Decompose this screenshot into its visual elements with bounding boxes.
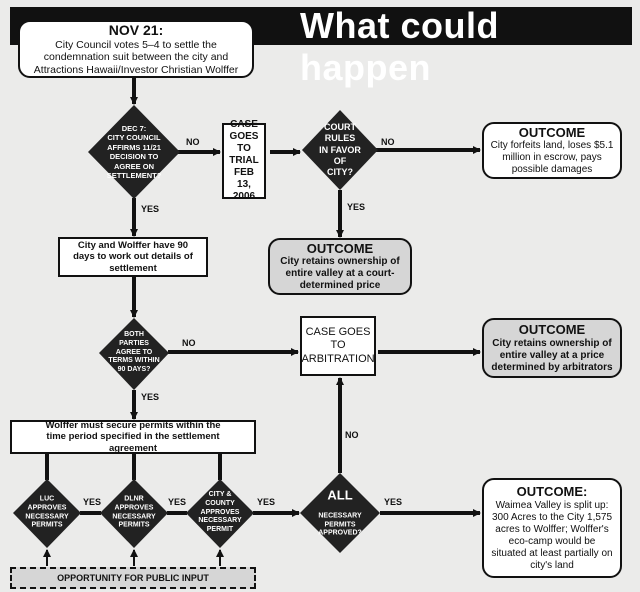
city-county-text: CITY & COUNTY APPROVES NECESSARY PERMIT — [198, 491, 242, 534]
yes-label: YES — [141, 204, 160, 214]
outcome-arbitrated-price: OUTCOME City retains ownership of entire… — [482, 318, 622, 378]
start-heading: NOV 21: — [108, 21, 164, 38]
outcome-text: Waimea Valley is split up: 300 Acres to … — [491, 499, 613, 571]
all-permits-question: NECESSARY PERMITS APPROVED? — [318, 512, 362, 537]
all-permits-heading: ALL — [327, 487, 353, 503]
outcome-heading: OUTCOME: — [516, 484, 588, 500]
yes-label: YES — [83, 497, 102, 507]
outcome-forfeit: OUTCOME City forfeits land, loses $5.1 m… — [482, 122, 622, 179]
no-label: NO — [186, 137, 200, 147]
ninety-days-box: City and Wolffer have 90 days to work ou… — [58, 237, 208, 277]
yes-label: YES — [347, 202, 366, 212]
decision-diamond-dec7 — [88, 105, 180, 199]
yes-label: YES — [141, 392, 160, 402]
yes-label: YES — [257, 497, 276, 507]
no-label: NO — [381, 137, 395, 147]
yes-label: YES — [384, 497, 403, 507]
court-text: COURT RULES IN FAVOR OF CITY? — [319, 121, 361, 177]
outcome-court-price: OUTCOME City retains ownership of entire… — [268, 238, 412, 295]
page-title: What could happen — [300, 5, 499, 88]
dec7-text: DEC 7: CITY COUNCIL AFFIRMS 11/21 DECISI… — [106, 123, 162, 180]
dlnr-text: DLNR APPROVES NECESSARY PERMITS — [112, 495, 156, 529]
decision-diamond-luc — [13, 479, 81, 548]
all-permits-text: ALL NECESSARY PERMITS APPROVED? — [318, 479, 362, 548]
start-text: City Council votes 5–4 to settle the con… — [33, 38, 239, 76]
outcome-text: City retains ownership of entire valley … — [491, 337, 613, 373]
decision-diamond-dlnr — [100, 479, 168, 548]
outcome-heading: OUTCOME — [518, 124, 586, 140]
yes-label: YES — [168, 497, 187, 507]
public-input-box: OPPORTUNITY FOR PUBLIC INPUT — [10, 567, 256, 589]
luc-text: LUC APPROVES NECESSARY PERMITS — [25, 495, 69, 529]
both-parties-text: BOTH PARTIES AGREE TO TERMS WITHIN 90 DA… — [108, 331, 160, 374]
decision-diamond-both-parties — [99, 318, 169, 390]
decision-diamond-court — [302, 110, 378, 190]
no-label: NO — [345, 430, 359, 440]
start-box: NOV 21: City Council votes 5–4 to settle… — [18, 20, 254, 78]
outcome-heading: OUTCOME — [306, 240, 374, 256]
permits-box: Wolffer must secure permits within the t… — [10, 420, 256, 454]
outcome-text: City retains ownership of entire valley … — [280, 256, 400, 292]
trial-box: CASE GOES TO TRIAL FEB 13, 2006 — [222, 119, 266, 202]
arbitration-box: CASE GOES TO ARBITRATION — [300, 316, 376, 376]
no-label: NO — [182, 338, 196, 348]
outcome-text: City forfeits land, loses $5.1 million i… — [490, 140, 614, 176]
decision-diamond-city-county — [186, 479, 254, 548]
decision-diamond-all-permits — [300, 473, 380, 553]
outcome-split: OUTCOME: Waimea Valley is split up: 300 … — [482, 478, 622, 578]
outcome-heading: OUTCOME — [518, 322, 586, 338]
